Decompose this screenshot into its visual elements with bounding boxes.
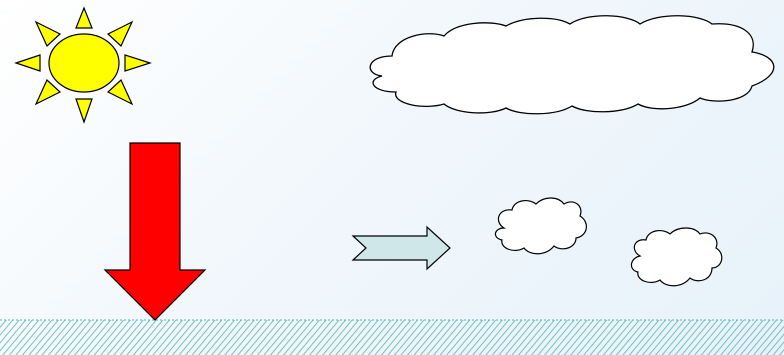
right-arrow	[351, 225, 451, 271]
small-cloud-right	[630, 227, 723, 287]
down-arrow	[103, 142, 207, 321]
small-cloud-left	[494, 197, 587, 255]
sea-surface-band	[0, 319, 784, 355]
large-cloud	[369, 15, 775, 115]
sun-disc	[48, 33, 120, 93]
sun-icon	[14, 6, 152, 124]
sun-rays	[14, 6, 152, 124]
